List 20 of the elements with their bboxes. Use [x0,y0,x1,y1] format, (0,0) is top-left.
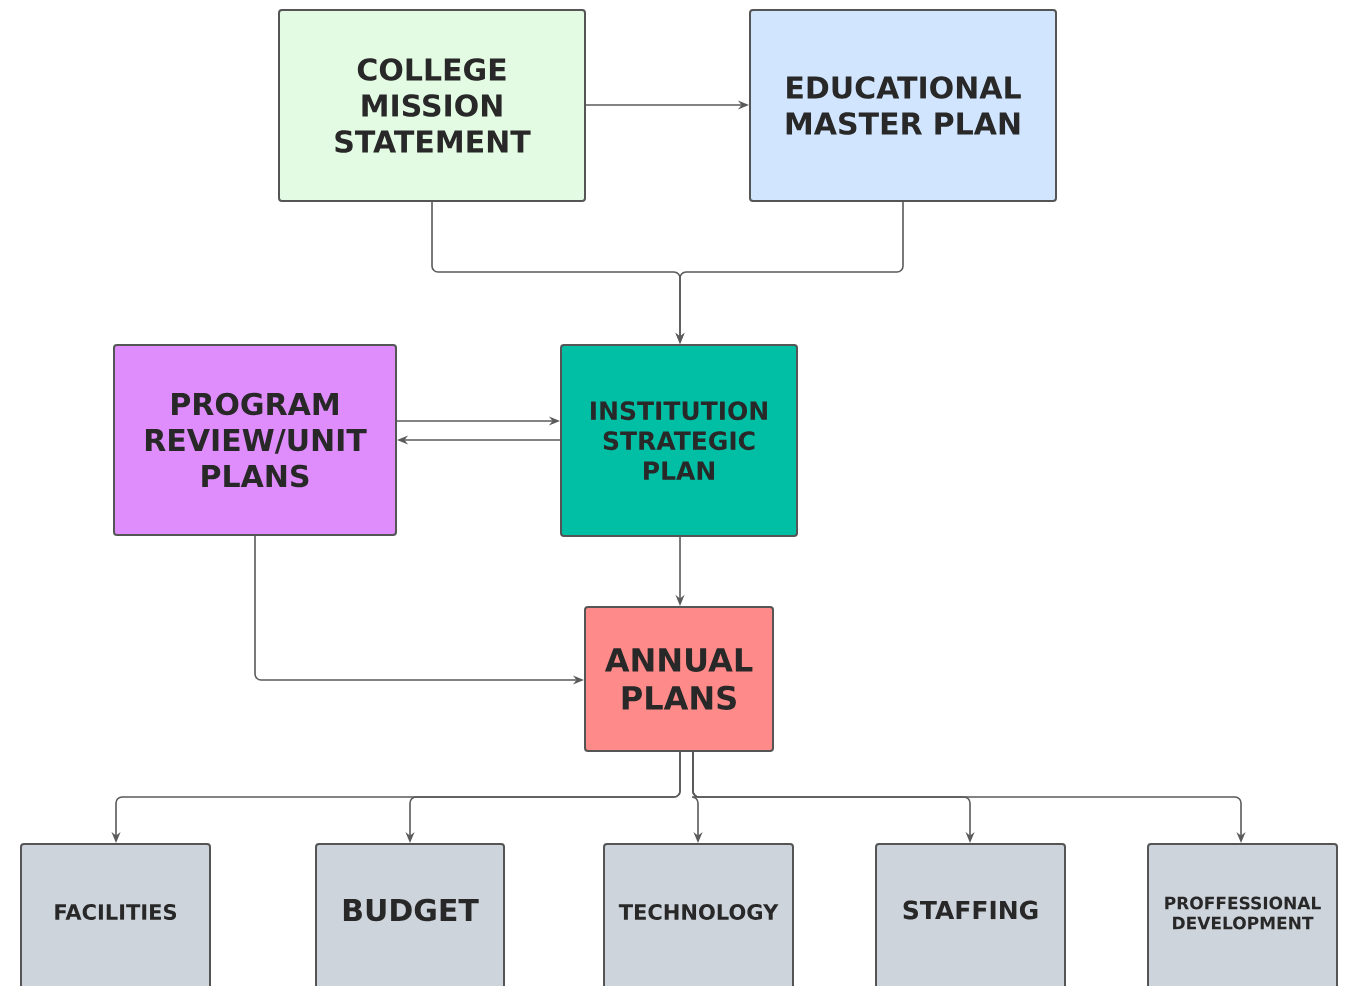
process-box [603,843,794,986]
process-box [584,606,774,752]
process-box [749,9,1057,202]
box-label: EDUCATIONAL MASTER PLAN [786,76,1021,135]
process-box [315,843,505,986]
box-label: PROGRAM REVIEW/UNIT PLANS [145,392,367,488]
box-label: PROFFESSIONAL DEVELOPMENT [1165,896,1321,930]
box-label: COLLEGE MISSION STATEMENT [335,58,531,153]
process-box [20,843,211,986]
box-label: BUDGET [343,898,479,922]
box-label: INSTITUTION STRATEGIC PLAN [591,401,767,480]
box-label: STAFFING [903,900,1038,920]
box-label: FACILITIES [55,904,177,920]
process-box [278,9,586,202]
process-box [875,843,1066,986]
process-box [560,344,798,537]
box-label: TECHNOLOGY [618,904,779,920]
box-label: ANNUAL PLANS [604,648,753,710]
process-box [1147,843,1338,986]
process-box [113,344,397,536]
